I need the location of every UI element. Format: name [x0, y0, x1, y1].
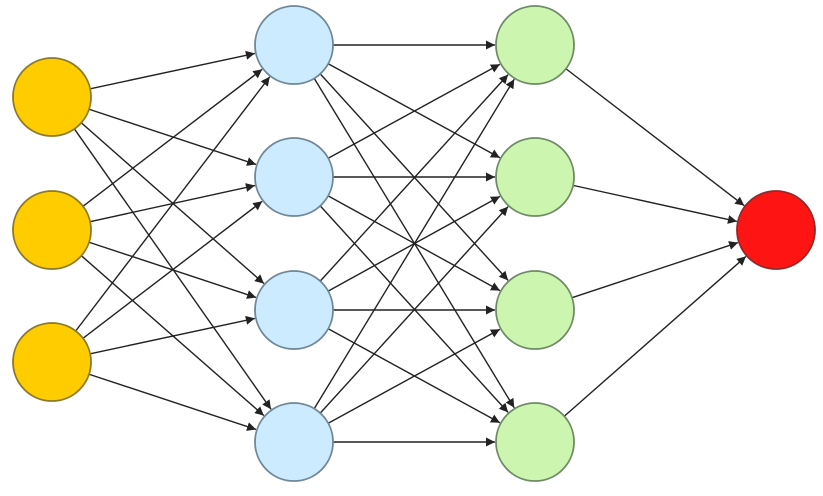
node-hidden-2-2 — [495, 137, 575, 217]
node-input-2 — [12, 190, 92, 270]
neurons — [12, 5, 816, 482]
edge-hidden-1-3-to-hidden-2-2 — [327, 328, 501, 424]
edge-hidden-1-2-to-hidden-2-0 — [319, 74, 509, 282]
node-hidden-1-3 — [254, 270, 334, 350]
node-output-1 — [736, 190, 816, 270]
edge-input-2-to-hidden-1-3 — [88, 373, 257, 431]
edge-input-2-to-hidden-1-1 — [82, 200, 263, 339]
edge-hidden-1-3-to-hidden-2-1 — [319, 206, 509, 414]
edge-input-1-to-hidden-1-0 — [82, 68, 263, 207]
node-hidden-1-4 — [254, 402, 334, 482]
node-hidden-2-1 — [495, 5, 575, 85]
node-hidden-1-1 — [254, 5, 334, 85]
edge-input-0-to-hidden-1-0 — [89, 50, 256, 90]
edge-hidden-1-1-to-hidden-2-0 — [327, 63, 501, 159]
edge-hidden-2-0-to-output-0 — [565, 68, 745, 207]
node-hidden-2-4 — [495, 402, 575, 482]
node-input-3 — [12, 322, 92, 402]
edge-hidden-1-3-to-hidden-2-0 — [313, 78, 515, 410]
edge-hidden-2-1-to-output-0 — [572, 184, 738, 224]
edge-hidden-2-2-to-output-0 — [571, 241, 739, 299]
edge-hidden-2-3-to-output-0 — [563, 255, 747, 417]
connections — [73, 40, 747, 447]
edge-input-2-to-hidden-1-2 — [89, 315, 256, 355]
node-hidden-2-3 — [495, 270, 575, 350]
edge-input-2-to-hidden-1-0 — [75, 76, 271, 332]
edge-input-0-to-hidden-1-1 — [88, 108, 257, 166]
node-input-1 — [12, 57, 92, 137]
node-hidden-1-2 — [254, 137, 334, 217]
